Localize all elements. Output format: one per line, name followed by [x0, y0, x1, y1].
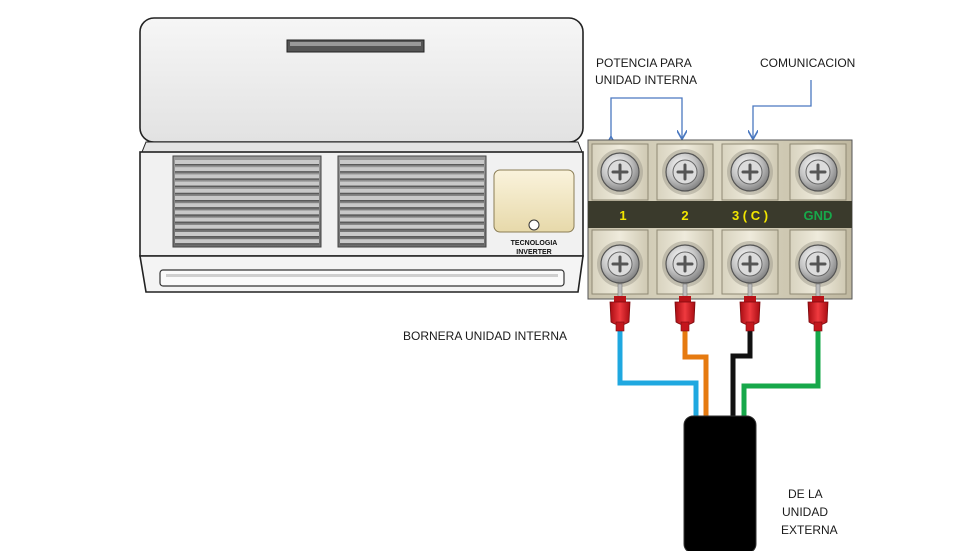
grille-slat-shadow	[340, 207, 484, 209]
grille-slat	[175, 174, 319, 179]
unit-air-outlet	[159, 269, 565, 287]
grille-slat-shadow	[175, 214, 319, 216]
terminal-screw-icon	[727, 241, 773, 287]
grille-slat-shadow	[340, 221, 484, 223]
grille-slat	[175, 196, 319, 200]
grille-slat-shadow	[340, 200, 484, 202]
terminal-screw-icon	[795, 149, 841, 195]
unit-top-panel	[139, 17, 584, 143]
grille-slat	[340, 174, 484, 179]
grille-slat	[340, 232, 484, 236]
terminal-screw-icon	[597, 241, 643, 287]
terminal-block-label: BORNERA UNIDAD INTERNA	[403, 329, 567, 343]
wire	[617, 330, 699, 418]
ring-connector-icon	[674, 283, 696, 332]
grille-slat-shadow	[175, 236, 319, 238]
grille-slat-shadow	[175, 207, 319, 209]
terminal-label: 1	[619, 208, 626, 223]
inverter-badge: TECNOLOGIA INVERTER	[493, 169, 575, 256]
grille-slat	[175, 203, 319, 208]
ring-connector-icon	[739, 283, 761, 332]
power-arrow	[611, 97, 682, 138]
grille-slat	[340, 167, 484, 172]
grille-slat-shadow	[340, 236, 484, 238]
grille-slat	[340, 217, 484, 222]
outdoor-label-line3: EXTERNA	[781, 523, 838, 537]
grille-slat-shadow	[175, 185, 319, 187]
grille-slat-shadow	[175, 192, 319, 195]
grille-slat	[340, 224, 484, 229]
grille-slat-shadow	[175, 228, 319, 231]
outdoor-label-line1: DE LA	[788, 487, 823, 501]
grille-slat	[340, 203, 484, 208]
grille-slat-shadow	[175, 221, 319, 223]
outdoor-label-line2: UNIDAD	[782, 505, 828, 519]
terminal-label: 3 ( C )	[732, 208, 768, 223]
grille-slat-shadow	[340, 185, 484, 187]
grille-slat	[340, 181, 484, 186]
grille-slat	[340, 188, 484, 193]
unit-hinge	[141, 141, 583, 153]
grille-slat-shadow	[340, 192, 484, 195]
indoor-unit: TECNOLOGIA INVERTER	[139, 17, 584, 293]
wires	[617, 330, 821, 418]
ring-connector-icon	[609, 283, 631, 332]
grille-left	[172, 155, 322, 248]
communication-arrow	[753, 80, 812, 138]
grille-slat	[340, 196, 484, 200]
grille-slat	[175, 217, 319, 222]
terminal-screw-icon	[795, 241, 841, 287]
grille-slat	[175, 160, 319, 164]
grille-slat	[175, 232, 319, 236]
grille-slat	[340, 210, 484, 215]
grille-slat-shadow	[340, 171, 484, 173]
grille-slat	[175, 210, 319, 215]
grille-slat	[175, 239, 319, 244]
communication-label: COMUNICACION	[760, 56, 855, 70]
grille-slat	[340, 239, 484, 244]
ring-connector-icon	[807, 283, 829, 332]
grille-slat-shadow	[175, 178, 319, 180]
power-led-icon	[528, 219, 540, 231]
grille-slat	[340, 160, 484, 164]
grille-slat	[175, 181, 319, 186]
power-label-line1: POTENCIA PARA	[596, 56, 692, 70]
grille-slat	[175, 224, 319, 229]
power-label-line2: UNIDAD INTERNA	[595, 73, 697, 87]
grille-slat-shadow	[340, 228, 484, 231]
badge-line1: TECNOLOGIA	[511, 240, 558, 247]
terminal-screw-icon	[727, 149, 773, 195]
outdoor-cable	[683, 415, 757, 551]
connectors	[609, 283, 829, 332]
terminal-block: 1 2 3 ( C ) GND	[587, 139, 853, 300]
grille-slat-shadow	[175, 164, 319, 166]
grille-slat	[175, 167, 319, 172]
wire	[741, 330, 821, 418]
wire	[730, 330, 753, 418]
terminal-screw-icon	[662, 241, 708, 287]
grille-right	[337, 155, 487, 248]
grille-slat-shadow	[340, 178, 484, 180]
grille-slat-shadow	[175, 243, 319, 245]
grille-slat-shadow	[340, 214, 484, 216]
grille-slat-shadow	[340, 243, 484, 245]
terminal-label: GND	[804, 208, 833, 223]
grille-slat-shadow	[175, 171, 319, 173]
terminal-label-band	[588, 201, 852, 228]
terminal-screw-icon	[662, 149, 708, 195]
terminal-label: 2	[681, 208, 688, 223]
grille-slat	[175, 188, 319, 193]
badge-line2: INVERTER	[516, 249, 551, 256]
grille-slat-shadow	[175, 200, 319, 202]
wire	[682, 330, 709, 418]
grille-slat-shadow	[340, 164, 484, 166]
terminal-screw-icon	[597, 149, 643, 195]
